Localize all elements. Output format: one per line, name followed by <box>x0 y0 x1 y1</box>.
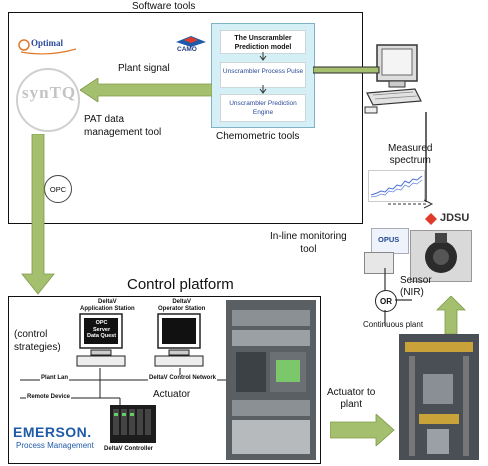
sensor-image <box>410 230 472 282</box>
deltav-controller-label: DeltaV Controller <box>104 446 154 452</box>
plant-signal-label: Plant signal <box>118 63 170 74</box>
sensor-label: Sensor (NIR) <box>400 275 432 298</box>
or-connector-lines <box>384 268 412 326</box>
opus-device-image <box>364 252 394 274</box>
control-cabinet-graphic <box>232 310 310 454</box>
optimal-logo-graphic <box>18 39 77 55</box>
sensor-graphic <box>425 233 457 273</box>
plant-lan-label: Plant Lan <box>40 375 70 381</box>
remote-device-label: Remote Device <box>26 394 72 400</box>
actuator-label: Actuator <box>153 389 191 400</box>
chemometric-tools-panel: The Unscrambler Prediction model Unscram… <box>211 23 315 128</box>
chemometric-tools-label: Chemometric tools <box>216 131 300 142</box>
syntq-to-control-arrow <box>21 134 55 295</box>
prediction-model-box: The Unscrambler Prediction model <box>220 30 306 54</box>
continuous-plant-label: Continuous plant <box>363 320 424 329</box>
computer-to-chemo-connector <box>313 66 380 74</box>
deltav-controller-graphic <box>113 409 151 435</box>
spectrum-plot <box>368 170 425 202</box>
syntq-logo-text: synTQ <box>22 83 77 102</box>
measured-spectrum-label: Measured spectrum <box>388 143 433 166</box>
actuator-to-plant-arrow <box>330 414 395 446</box>
camo-logo-graphic <box>176 36 206 47</box>
opc-circle: OPC <box>44 175 72 203</box>
continuous-plant-graphic <box>405 342 473 456</box>
prediction-engine-box: Unscrambler Prediction Engine <box>220 94 306 122</box>
or-circle: OR <box>375 290 397 312</box>
camo-logo: CAMO <box>172 34 210 54</box>
software-tools-title: Software tools <box>132 1 196 12</box>
deltav-controller-image <box>110 405 156 443</box>
computer-icon <box>364 44 422 114</box>
emerson-logo: EMERSON. <box>13 424 92 440</box>
chemo-down-arrow-2 <box>259 85 267 94</box>
plant-to-sensor-arrow <box>436 296 466 335</box>
process-pulse-label: Unscrambler Process Pulse <box>222 68 304 75</box>
chemo-down-arrow-1 <box>259 52 267 61</box>
app-station-computer-icon <box>76 313 126 367</box>
syntq-logo <box>16 68 80 132</box>
control-platform-title: Control platform <box>127 276 234 293</box>
optimal-logo-text: Optimal <box>31 38 64 48</box>
spectrum-plot-graphic <box>370 175 423 198</box>
dashed-arrow <box>388 199 434 209</box>
camo-logo-text: CAMO <box>177 46 197 53</box>
app-station-label: DeltaV Application Station <box>80 299 135 312</box>
control-cabinet-image <box>226 300 316 460</box>
jdsu-icon <box>425 213 437 225</box>
opus-logo: OPUS <box>371 228 409 254</box>
actuator-to-plant-label: Actuator to plant <box>327 387 376 410</box>
prediction-model-label: The Unscrambler Prediction model <box>234 35 292 51</box>
opus-text: OPUS <box>378 235 400 244</box>
optimal-logo: Optimal <box>18 37 78 57</box>
inline-monitoring-label: In-line monitoring tool <box>270 231 347 255</box>
opc-server-label: OPC Server Data Quest <box>87 320 117 339</box>
control-network-label: DeltaV Control Network <box>148 375 218 381</box>
plant-signal-arrow <box>80 78 212 102</box>
or-label: OR <box>380 296 392 306</box>
prediction-engine-label: Unscrambler Prediction Engine <box>229 100 297 116</box>
continuous-plant-image <box>399 334 479 460</box>
jdsu-text: JDSU <box>440 212 470 224</box>
process-management-label: Process Management <box>16 441 94 450</box>
operator-station-computer-icon <box>154 313 204 367</box>
pat-data-label: PAT data management tool <box>84 114 162 138</box>
operator-station-label: DeltaV Operator Station <box>158 299 206 312</box>
opc-label: OPC <box>49 184 67 194</box>
jdsu-logo: JDSU <box>424 212 484 228</box>
control-strategies-label: (control strategies) <box>14 329 61 353</box>
computer-to-sensor-line <box>425 112 427 202</box>
